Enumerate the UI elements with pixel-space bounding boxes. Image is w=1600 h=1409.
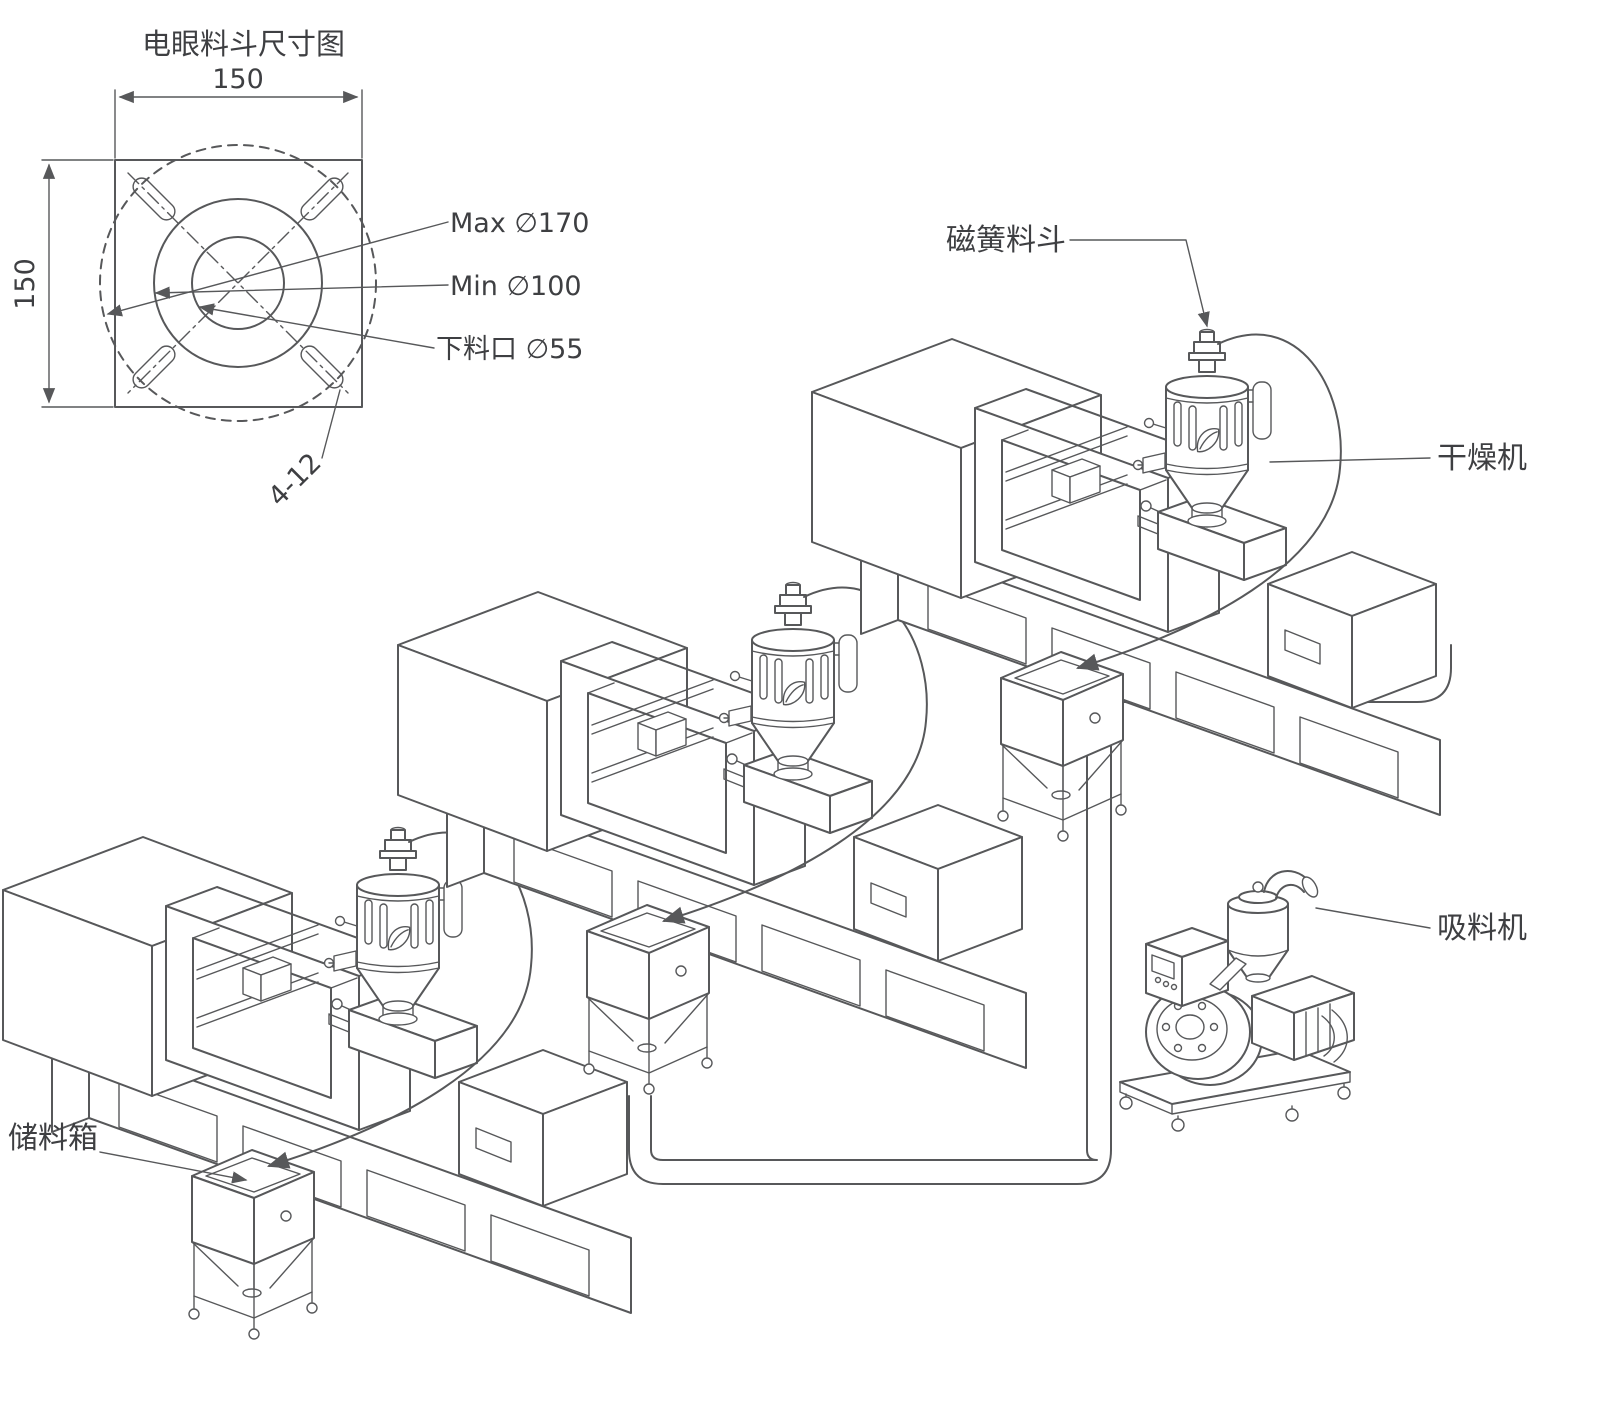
dim-max-value: Max ∅170 [450,208,589,239]
loader-hopper [1227,870,1319,983]
min-circle [153,198,323,368]
outlet-circle [191,236,285,330]
loader-wheel [1171,1118,1185,1132]
reed-hopper-label: 磁簧料斗 [946,223,1066,258]
loader-wheel [1285,1108,1299,1122]
dim-holes: 4-12 [262,389,341,513]
center-lines [127,172,349,394]
control-button [1170,983,1178,991]
label-storage-box: 储料箱 [8,1121,248,1184]
loader-wheel [1119,1096,1133,1110]
dim-width-value: 150 [212,64,264,95]
loader-motor [1251,975,1355,1061]
mount-slot [300,345,344,389]
loader-elbow-pipe [1263,870,1309,893]
loader-hose [1321,1009,1348,1063]
dim-outlet: 下料口 ∅55 [198,303,583,365]
control-button [1162,980,1170,988]
control-button [1154,976,1162,984]
label-suction-loader: 吸料机 [1315,907,1527,946]
dryer-label: 干燥机 [1437,441,1527,476]
flange-top-view [99,144,377,422]
suction-loader-label: 吸料机 [1437,911,1527,946]
dim-height: 150 [10,159,114,408]
vacuum-loader [1119,870,1355,1132]
flange-plate [114,159,363,408]
mount-slot [132,177,176,221]
storage-box-label: 储料箱 [8,1121,98,1156]
control-screen [1151,954,1175,980]
machine-unit-a [812,330,1440,842]
dim-holes-value: 4-12 [262,447,327,512]
loader-control-box [1145,927,1229,1007]
loader-wheel [1337,1086,1351,1100]
dim-height-value: 150 [10,258,41,310]
machine-unit-b [398,583,1026,1095]
mount-slot [300,177,344,221]
dim-width: 150 [114,64,363,159]
dimension-title: 电眼料斗尺寸图 [142,27,345,61]
dim-min: Min ∅100 [154,271,582,302]
label-reed-hopper: 磁簧料斗 [946,223,1210,328]
mount-slot [132,345,176,389]
dimension-drawing: 电眼料斗尺寸图 150 150 Max ∅170 M [10,27,589,513]
dim-outlet-value: 下料口 ∅55 [436,334,583,365]
pipe-track-outer [628,644,1452,1185]
dim-min-value: Min ∅100 [450,271,582,302]
label-dryer: 干燥机 [1269,441,1527,476]
max-circle [99,144,377,422]
dim-max: Max ∅170 [106,208,589,317]
machine-unit-c [3,828,631,1340]
